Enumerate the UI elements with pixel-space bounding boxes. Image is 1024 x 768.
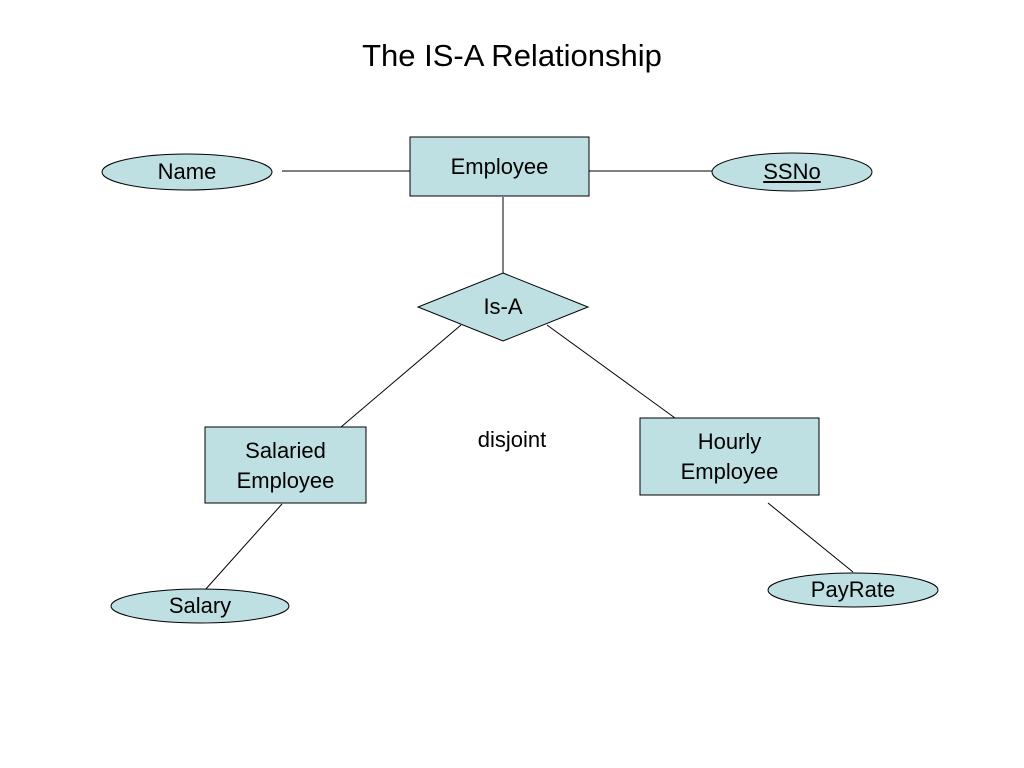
entity-hourly-employee-label-line1: Hourly <box>697 429 762 454</box>
entity-salaried-employee <box>204 426 367 504</box>
connector-isa-hourly <box>546 324 676 419</box>
entity-employee <box>409 136 590 197</box>
attribute-ssno-ellipse <box>711 152 873 192</box>
attribute-salary-ellipse <box>110 588 290 624</box>
diagram-title: The IS-A Relationship <box>362 38 662 73</box>
attribute-name-ellipse <box>101 153 273 191</box>
relationship-isa-label: Is-A <box>483 294 523 319</box>
connector-isa-salaried <box>340 324 462 428</box>
relationship-isa-diamond <box>416 272 590 342</box>
connector-hourly-payrate <box>767 502 854 573</box>
attribute-payrate-label: PayRate <box>810 577 896 602</box>
entity-hourly-employee <box>639 417 820 496</box>
connector-salaried-salary <box>204 503 283 591</box>
attribute-salary-label: Salary <box>168 593 232 618</box>
entity-employee-label: Employee <box>450 154 549 179</box>
entity-salaried-employee-label-line1: Salaried <box>245 438 326 463</box>
attribute-payrate-ellipse <box>767 572 939 608</box>
constraint-disjoint-label: disjoint <box>477 427 547 452</box>
entity-salaried-employee-label-line2: Employee <box>236 468 335 493</box>
entity-hourly-employee-label-line2: Employee <box>680 459 779 484</box>
attribute-name-label: Name <box>157 159 217 184</box>
attribute-ssno-label: SSNo <box>763 159 821 184</box>
